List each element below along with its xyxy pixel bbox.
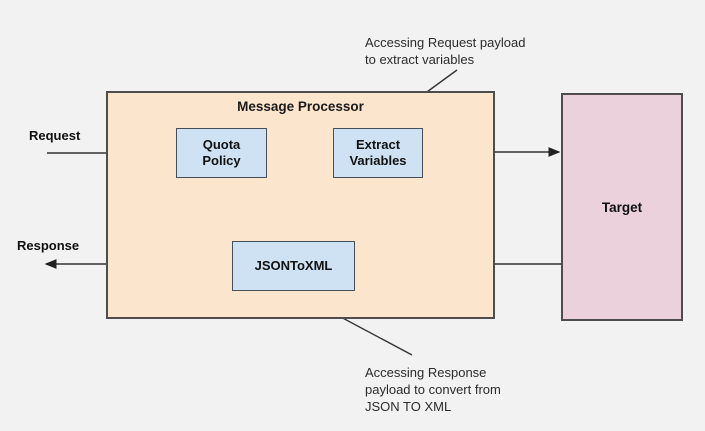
quota-policy-node: Quota Policy <box>176 128 267 178</box>
request-payload-annotation: Accessing Request payload to extract var… <box>365 35 526 67</box>
jsontoxml-node: JSONToXML <box>232 241 355 291</box>
response-label: Response <box>17 238 80 253</box>
response-payload-annotation: Accessing Response payload to convert fr… <box>365 365 501 414</box>
target-node: Target <box>561 93 683 321</box>
extract-variables-node: Extract Variables <box>333 128 423 178</box>
message-processor-title: Message Processor <box>237 99 364 114</box>
request-label: Request <box>29 128 81 143</box>
